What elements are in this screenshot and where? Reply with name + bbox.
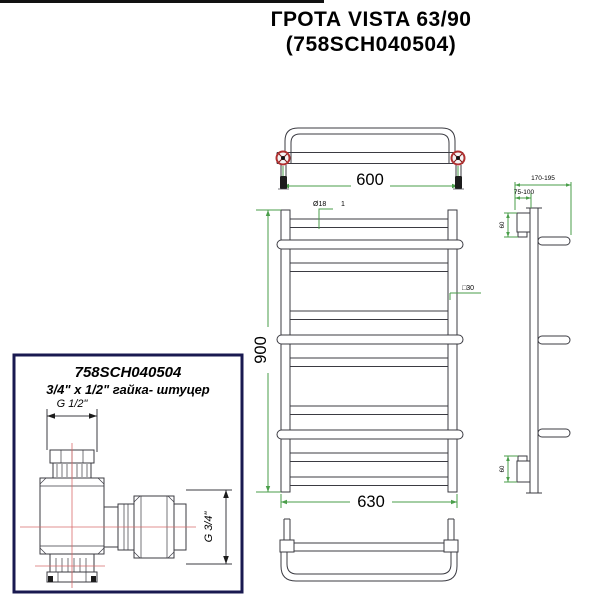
dim-thread-side xyxy=(186,489,232,565)
wall-stem-left xyxy=(278,165,289,190)
wall-bracket-bottom xyxy=(516,455,531,483)
union-fitting-left-icon xyxy=(275,150,291,166)
dim-depth-total-label: 170-195 xyxy=(531,175,555,182)
dim-600-label: 600 xyxy=(356,171,384,189)
callout-post-profile: □30 xyxy=(449,285,481,300)
side-view: 170-195 75-100 60 xyxy=(500,175,572,494)
union-fitting-right-icon xyxy=(450,150,466,166)
thin-rungs xyxy=(289,218,449,486)
left-post xyxy=(280,209,291,493)
detail-box: 758SCH040504 3/4" x 1/2" гайка- штуцер G… xyxy=(12,353,244,594)
dim-bracket-bottom-label: 60 xyxy=(500,465,506,472)
thread-top-label: G 1/2" xyxy=(57,398,89,410)
dim-depth-wall-label: 75-100 xyxy=(514,189,535,196)
dim-thread-top xyxy=(46,409,98,452)
round-towel-bars xyxy=(276,239,464,440)
page-subtitle-code: (758SCH040504) xyxy=(285,33,457,56)
dim-900 xyxy=(256,209,281,493)
detail-box-border xyxy=(12,353,244,594)
dim-630 xyxy=(280,494,458,508)
front-view: 900 630 Ø18 1 □30 xyxy=(252,201,481,511)
fitting-drawing xyxy=(20,443,196,588)
dim-630-label: 630 xyxy=(357,493,385,511)
wall-bracket-top xyxy=(516,212,531,238)
top-edge-rule xyxy=(0,0,324,3)
dim-bracket-top-label: 60 xyxy=(500,221,506,228)
dim-bracket-top xyxy=(504,212,518,238)
detail-code-label: 758SCH040504 xyxy=(75,364,182,381)
tube-note-label: 1 xyxy=(341,201,345,208)
tube-diameter-label: Ø18 xyxy=(313,201,326,208)
side-towel-bars xyxy=(537,236,571,438)
dim-depth-wall xyxy=(515,193,532,208)
bar-collar-right xyxy=(443,539,459,553)
dim-depth-total xyxy=(514,182,572,235)
dim-bracket-bottom xyxy=(504,455,518,483)
detail-name-label: 3/4" x 1/2" гайка- штуцер xyxy=(46,382,210,397)
thread-side-label: G 3/4" xyxy=(203,511,215,543)
bottom-view xyxy=(279,518,459,582)
wall-stem-right xyxy=(453,165,464,190)
callout-tube-diameter: Ø18 1 xyxy=(313,201,345,229)
side-post xyxy=(529,207,539,494)
page-title: ГРОТА VISTA 63/90 xyxy=(270,8,472,31)
bar-collar-left xyxy=(279,539,295,553)
centerlines xyxy=(20,443,196,588)
right-post xyxy=(447,209,458,493)
top-view: 600 xyxy=(275,127,466,190)
title-block: ГРОТА VISTA 63/90 (758SCH040504) xyxy=(171,7,571,57)
post-profile-label: □30 xyxy=(462,285,474,292)
dim-900-label: 900 xyxy=(252,336,270,364)
